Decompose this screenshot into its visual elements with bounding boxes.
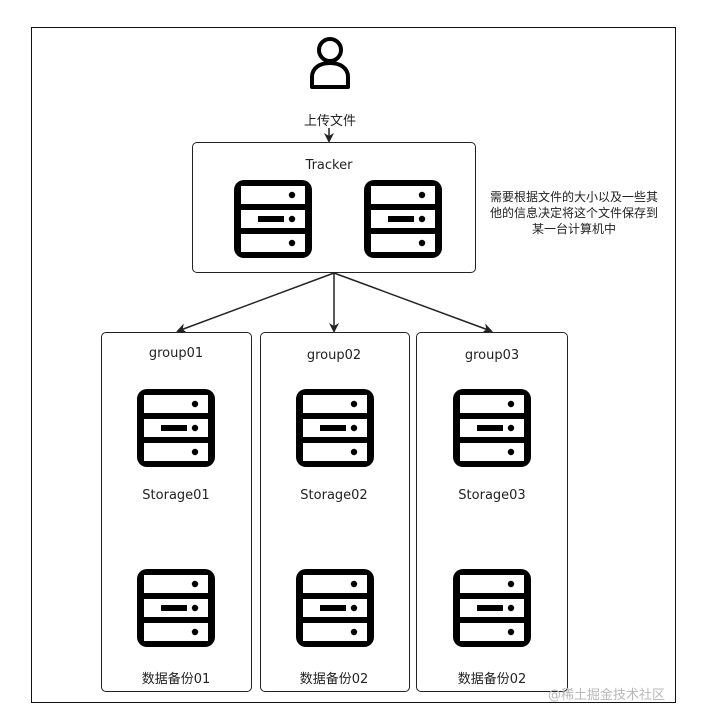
tracker-server-icon-1 (234, 180, 312, 258)
backup02-server-icon (296, 569, 374, 647)
backup03-server-icon (453, 569, 531, 647)
storage02-label: Storage02 (300, 488, 368, 503)
storage02-server-icon (296, 389, 374, 467)
backup02-label: 数据备份02 (299, 672, 369, 687)
storage03-server-icon (453, 389, 531, 467)
storage03-label: Storage03 (458, 488, 526, 503)
arrow-tracker-to-group03 (333, 272, 493, 333)
watermark-text: @稀土掘金技术社区 (548, 688, 666, 703)
tracker-note: 需要根据文件的大小以及一些其 他的信息决定将这个文件保存到 某一台计算机中 (479, 189, 669, 237)
tracker-note-line-1: 需要根据文件的大小以及一些其 (489, 190, 658, 204)
arrow-tracker-to-group01 (176, 272, 335, 333)
user-icon (310, 37, 350, 89)
diagram-frame (31, 27, 676, 703)
group02-title: group02 (306, 348, 362, 363)
user-label: 上传文件 (303, 114, 356, 129)
storage01-server-icon (137, 389, 215, 467)
backup01-label: 数据备份01 (141, 672, 211, 687)
backup01-server-icon (137, 569, 215, 647)
tracker-title: Tracker (305, 158, 353, 173)
storage01-label: Storage01 (142, 488, 210, 503)
tracker-note-line-3: 某一台计算机中 (531, 222, 616, 236)
backup03-label: 数据备份02 (457, 672, 527, 687)
group03-title: group03 (464, 348, 520, 363)
group01-title: group01 (148, 346, 204, 361)
tracker-note-line-2: 他的信息决定将这个文件保存到 (489, 206, 658, 220)
tracker-server-icon-2 (364, 180, 442, 258)
